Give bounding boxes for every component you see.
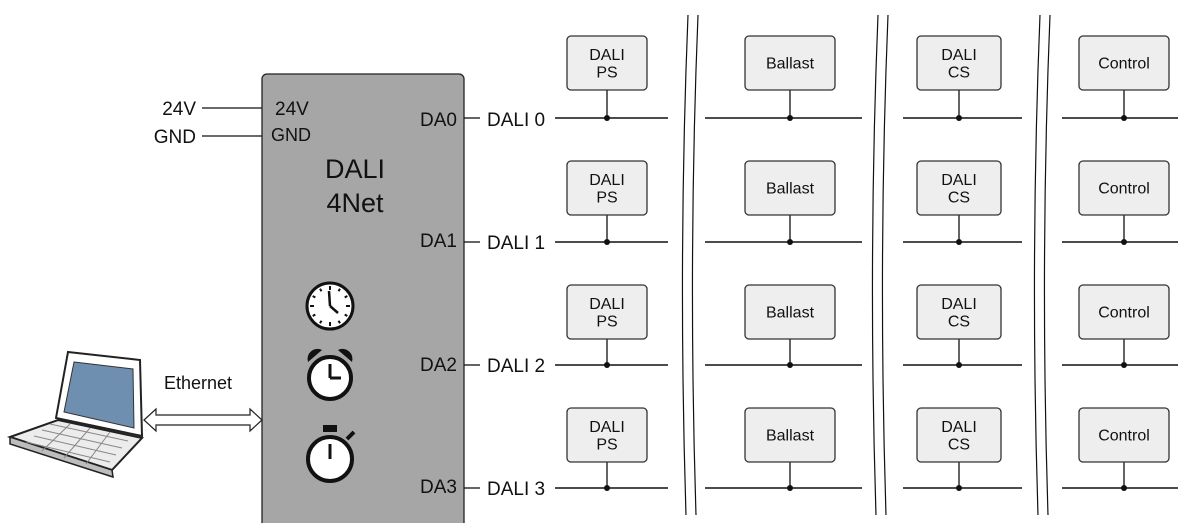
device-box-cs-0 [916,35,1002,91]
device-label-ps-3-line0: DALI [589,419,625,436]
device-label-ballast-2-line0: Ballast [766,305,815,322]
alarm-clock-icon [307,348,353,401]
controller-name-line1: DALI [325,154,385,184]
device-label-cs-1-line0: DALI [941,172,977,189]
device-label-cs-2-line0: DALI [941,296,977,313]
output-pin-da2: DA2 [420,355,457,376]
device-box-ps-2 [566,284,648,340]
device-label-ps-2-line0: DALI [589,296,625,313]
bus-2-junction-ps [604,362,610,368]
device-label-control-2-line0: Control [1098,305,1150,322]
device-label-ps-3-line1: PS [596,436,617,453]
bus-label-dali-2: DALI 2 [487,356,545,377]
device-box-cs-3 [916,407,1002,463]
bus-1-junction-ballast [787,239,793,245]
bus-0-junction-ballast [787,115,793,121]
device-label-cs-3-line1: CS [948,436,970,453]
device-box-control-0 [1078,35,1170,91]
device-label-cs-3-line0: DALI [941,419,977,436]
dali-bus-rows: DALIPSBallastDALICSControlDALIPSBallastD… [464,35,1178,491]
bus-1-junction-cs [956,239,962,245]
device-box-control-3 [1078,407,1170,463]
device-label-cs-0-line0: DALI [941,47,977,64]
bus-0-junction-ps [604,115,610,121]
device-box-cs-2 [916,284,1002,340]
bus-1-junction-ps [604,239,610,245]
bus-break-markers [681,14,1051,516]
bus-3-junction-ps [604,485,610,491]
device-label-cs-0-line1: CS [948,64,970,81]
device-label-ballast-3-line0: Ballast [766,428,815,445]
controller-pin-gnd: GND [271,125,311,145]
dali-4net-controller [261,73,465,523]
output-pin-da0: DA0 [420,110,457,131]
device-label-ps-2-line1: PS [596,313,617,330]
stopwatch-icon [306,425,356,483]
device-label-control-1-line0: Control [1098,181,1150,198]
output-pin-da1: DA1 [420,231,457,252]
bus-3-junction-control [1121,485,1127,491]
power-gnd-label: GND [154,127,196,148]
device-label-ps-0-line0: DALI [589,47,625,64]
power-24v-label: 24V [162,99,196,120]
device-box-ballast-2 [744,284,836,340]
device-box-ps-1 [566,160,648,216]
device-label-ps-1-line0: DALI [589,172,625,189]
device-label-cs-2-line1: CS [948,313,970,330]
ethernet-label: Ethernet [164,373,232,393]
device-box-ballast-3 [744,407,836,463]
bus-0-junction-control [1121,115,1127,121]
device-label-cs-1-line1: CS [948,189,970,206]
bus-label-dali-0: DALI 0 [487,110,545,131]
bus-2-junction-ballast [787,362,793,368]
device-box-cs-1 [916,160,1002,216]
device-label-control-3-line0: Control [1098,428,1150,445]
bus-0-junction-cs [956,115,962,121]
laptop-icon [6,350,144,479]
device-box-ballast-1 [744,160,836,216]
bus-label-dali-1: DALI 1 [487,233,545,254]
device-box-ps-0 [566,35,648,91]
bus-1-junction-control [1121,239,1127,245]
controller-pin-24v: 24V [275,99,309,120]
controller-name-line2: 4Net [326,188,384,218]
device-box-ps-3 [566,407,648,463]
device-label-ps-1-line1: PS [596,189,617,206]
device-label-ps-0-line1: PS [596,64,617,81]
bus-2-junction-cs [956,362,962,368]
bus-2-junction-control [1121,362,1127,368]
device-box-control-1 [1078,160,1170,216]
device-label-control-0-line0: Control [1098,56,1150,73]
bus-label-dali-3: DALI 3 [487,479,545,500]
device-label-ballast-1-line0: Ballast [766,181,815,198]
bus-3-junction-ballast [787,485,793,491]
device-label-ballast-0-line0: Ballast [766,56,815,73]
device-box-control-2 [1078,284,1170,340]
clock-icon [305,281,355,331]
device-box-ballast-0 [744,35,836,91]
ethernet-double-arrow [143,407,263,433]
output-pin-da3: DA3 [420,477,457,498]
bus-3-junction-cs [956,485,962,491]
